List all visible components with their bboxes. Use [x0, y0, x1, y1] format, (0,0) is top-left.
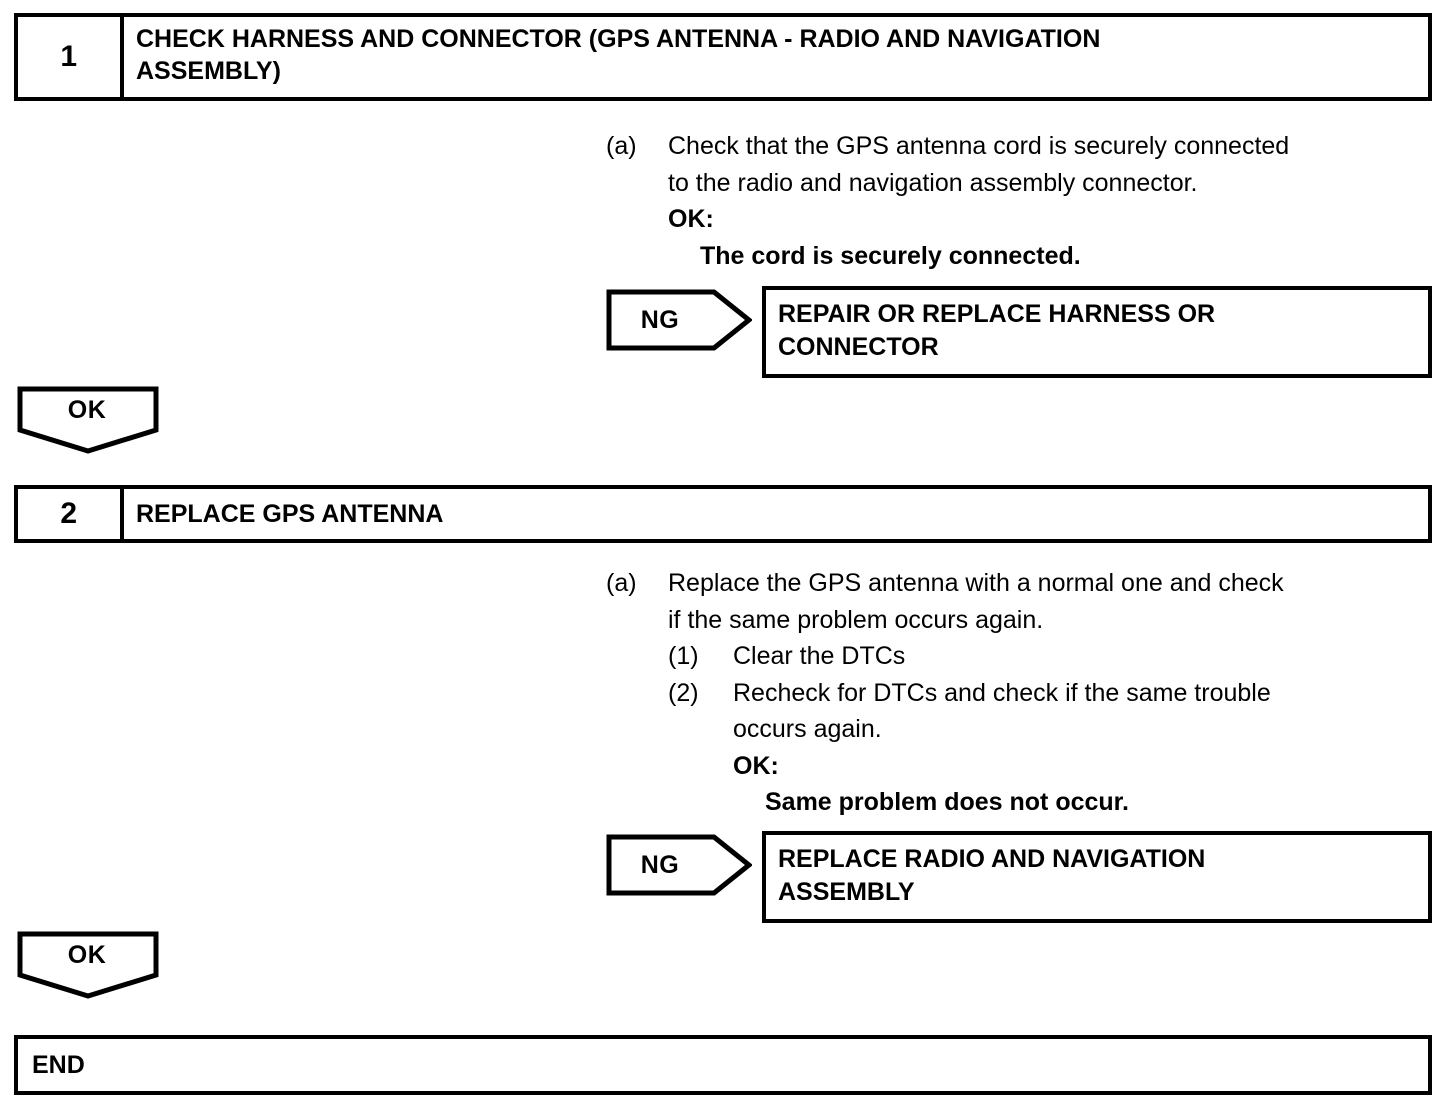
step-2-instruction-text: Replace the GPS antenna with a normal on…	[668, 565, 1436, 638]
step-2-instruction-line2: if the same problem occurs again.	[668, 605, 1044, 634]
step-2-substeps: (1) Clear the DTCs (2) Recheck for DTCs …	[668, 638, 1436, 748]
step-1-instruction-a: (a) Check that the GPS antenna cord is s…	[606, 128, 1436, 201]
step-2-marker-a: (a)	[606, 569, 637, 597]
step-2-substep-2-marker: (2)	[668, 678, 699, 707]
step-1-ng-result-line2: CONNECTOR	[778, 332, 939, 361]
step-1-ok-label: OK:	[668, 205, 714, 233]
ok-arrow-icon	[17, 931, 159, 999]
step-2-number: 2	[18, 489, 124, 539]
step-1-ok-arrow-label: OK	[67, 395, 107, 424]
step-2-ng-result-line2: ASSEMBLY	[778, 877, 915, 906]
step-2-substep-2-text: Recheck for DTCs and check if the same t…	[733, 675, 1436, 748]
step-1-marker-a: (a)	[606, 132, 637, 160]
step-2-substep-2: (2) Recheck for DTCs and check if the sa…	[668, 675, 1436, 748]
step-1-number: 1	[18, 17, 124, 97]
ng-arrow-icon	[606, 834, 752, 896]
step-2-substep-1-marker: (1)	[668, 642, 699, 670]
step-1-ok-value: The cord is securely connected.	[700, 241, 1081, 270]
step-2-ng-result-box: REPLACE RADIO AND NAVIGATION ASSEMBLY	[762, 831, 1432, 923]
step-1-ng-arrow: NG	[606, 289, 752, 351]
step-1-instruction-text: Check that the GPS antenna cord is secur…	[668, 128, 1436, 201]
step-1-instructions: (a) Check that the GPS antenna cord is s…	[606, 128, 1436, 274]
step-2-instruction-line1: Replace the GPS antenna with a normal on…	[668, 569, 1284, 597]
step-2-ok-value: Same problem does not occur.	[765, 788, 1129, 816]
step-1-title: CHECK HARNESS AND CONNECTOR (GPS ANTENNA…	[124, 17, 1428, 97]
step-1-title-line2: ASSEMBLY)	[136, 57, 281, 85]
step-2-substep-1: (1) Clear the DTCs	[668, 638, 1436, 675]
step-2-ng-label: NG	[640, 850, 680, 879]
step-1-ng-result-line1: REPAIR OR REPLACE HARNESS OR	[778, 300, 1216, 328]
ng-arrow-icon	[606, 289, 752, 351]
step-2-title-line1: REPLACE GPS ANTENNA	[136, 500, 444, 528]
ok-arrow-icon	[17, 386, 159, 454]
step-2-header-box: 2 REPLACE GPS ANTENNA	[14, 485, 1432, 543]
step-2-instruction-a: (a) Replace the GPS antenna with a norma…	[606, 565, 1436, 638]
step-1-ng-label: NG	[640, 305, 680, 334]
step-1-ok-arrow: OK	[17, 386, 159, 454]
step-2-ok-label: OK:	[733, 751, 779, 780]
end-box: END	[14, 1035, 1432, 1095]
step-2-substep-1-text: Clear the DTCs	[733, 642, 906, 670]
step-1-title-line1: CHECK HARNESS AND CONNECTOR (GPS ANTENNA…	[136, 25, 1101, 53]
step-1-header-box: 1 CHECK HARNESS AND CONNECTOR (GPS ANTEN…	[14, 13, 1432, 101]
step-2-ng-result-line1: REPLACE RADIO AND NAVIGATION	[778, 845, 1206, 873]
step-2-ng-arrow: NG	[606, 834, 752, 896]
step-2-instructions: (a) Replace the GPS antenna with a norma…	[606, 565, 1436, 821]
step-2-ok-arrow-label: OK	[67, 940, 107, 969]
step-1-ng-result-box: REPAIR OR REPLACE HARNESS OR CONNECTOR	[762, 286, 1432, 378]
step-2-title: REPLACE GPS ANTENNA	[124, 489, 1428, 539]
step-2-ok-arrow: OK	[17, 931, 159, 999]
step-2-substep-2-line1: Recheck for DTCs and check if the same t…	[733, 678, 1271, 707]
step-1-instruction-line1: Check that the GPS antenna cord is secur…	[668, 132, 1290, 160]
step-2-substep-2-line2: occurs again.	[733, 715, 882, 743]
end-label: END	[32, 1050, 85, 1079]
step-1-instruction-line2: to the radio and navigation assembly con…	[668, 168, 1198, 197]
